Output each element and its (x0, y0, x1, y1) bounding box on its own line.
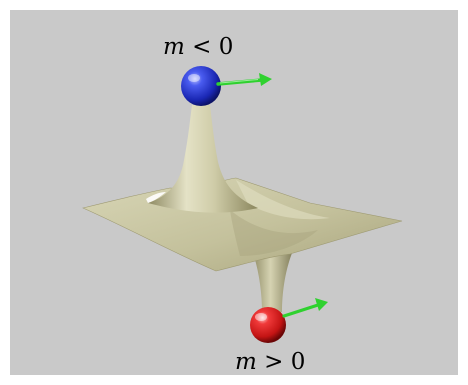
positive-mass-velocity-arrow-icon (282, 298, 328, 318)
sheet-highlight (236, 180, 330, 220)
negative-mass-relation: < 0 (184, 34, 234, 60)
negative-mass-label: m < 0 (163, 36, 233, 59)
spike-shadow (146, 192, 166, 203)
negative-mass-variable: m (163, 34, 185, 60)
positive-mass-variable: m (235, 349, 257, 375)
spacetime-spike (148, 105, 258, 213)
sheet-shading (230, 210, 318, 256)
positive-mass-sphere-icon (250, 307, 286, 343)
positive-mass-relation: > 0 (256, 349, 306, 375)
positive-mass-label: m > 0 (235, 351, 305, 374)
positive-mass-sphere-highlight (255, 313, 267, 321)
negative-mass-velocity-arrow-icon (216, 73, 272, 86)
negative-mass-sphere-icon (181, 66, 221, 106)
negative-mass-sphere-highlight (188, 74, 200, 82)
